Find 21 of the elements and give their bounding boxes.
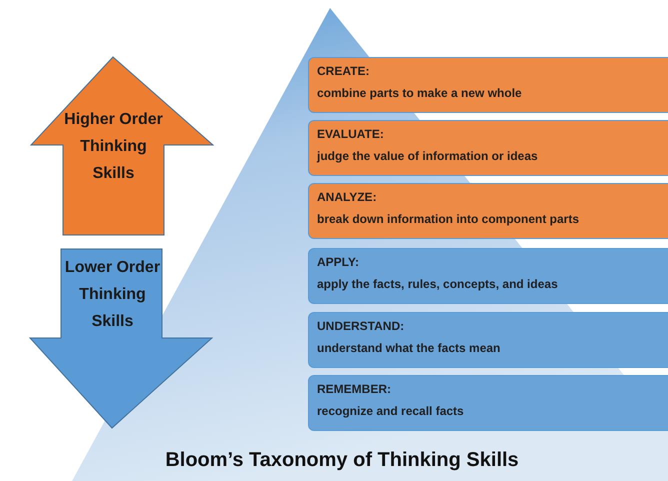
level-box xyxy=(308,57,668,113)
level-description: recognize and recall facts xyxy=(317,403,464,419)
level-description: break down information into component parts xyxy=(317,211,580,227)
arrow-label: Higher Order Thinking Skills xyxy=(64,110,164,184)
diagram-title: Bloom’s Taxonomy of Thinking Skills xyxy=(165,448,519,473)
level-heading: APPLY: xyxy=(317,254,360,270)
level-box xyxy=(308,183,668,239)
level-heading: ANALYZE: xyxy=(317,189,377,205)
level-box xyxy=(308,120,668,176)
level-box xyxy=(308,312,668,368)
level-heading: REMEMBER: xyxy=(317,381,391,397)
arrow-label: Lower Order Thinking Skills xyxy=(64,258,162,332)
level-description: apply the facts, rules, concepts, and ideas xyxy=(317,276,558,292)
level-heading: CREATE: xyxy=(317,63,370,79)
level-description: judge the value of information or ideas xyxy=(317,148,538,164)
level-heading: UNDERSTAND: xyxy=(317,318,404,334)
level-box xyxy=(308,248,668,304)
level-description: understand what the facts mean xyxy=(317,340,500,356)
level-description: combine parts to make a new whole xyxy=(317,85,522,101)
level-box xyxy=(308,375,668,431)
level-heading: EVALUATE: xyxy=(317,126,384,142)
